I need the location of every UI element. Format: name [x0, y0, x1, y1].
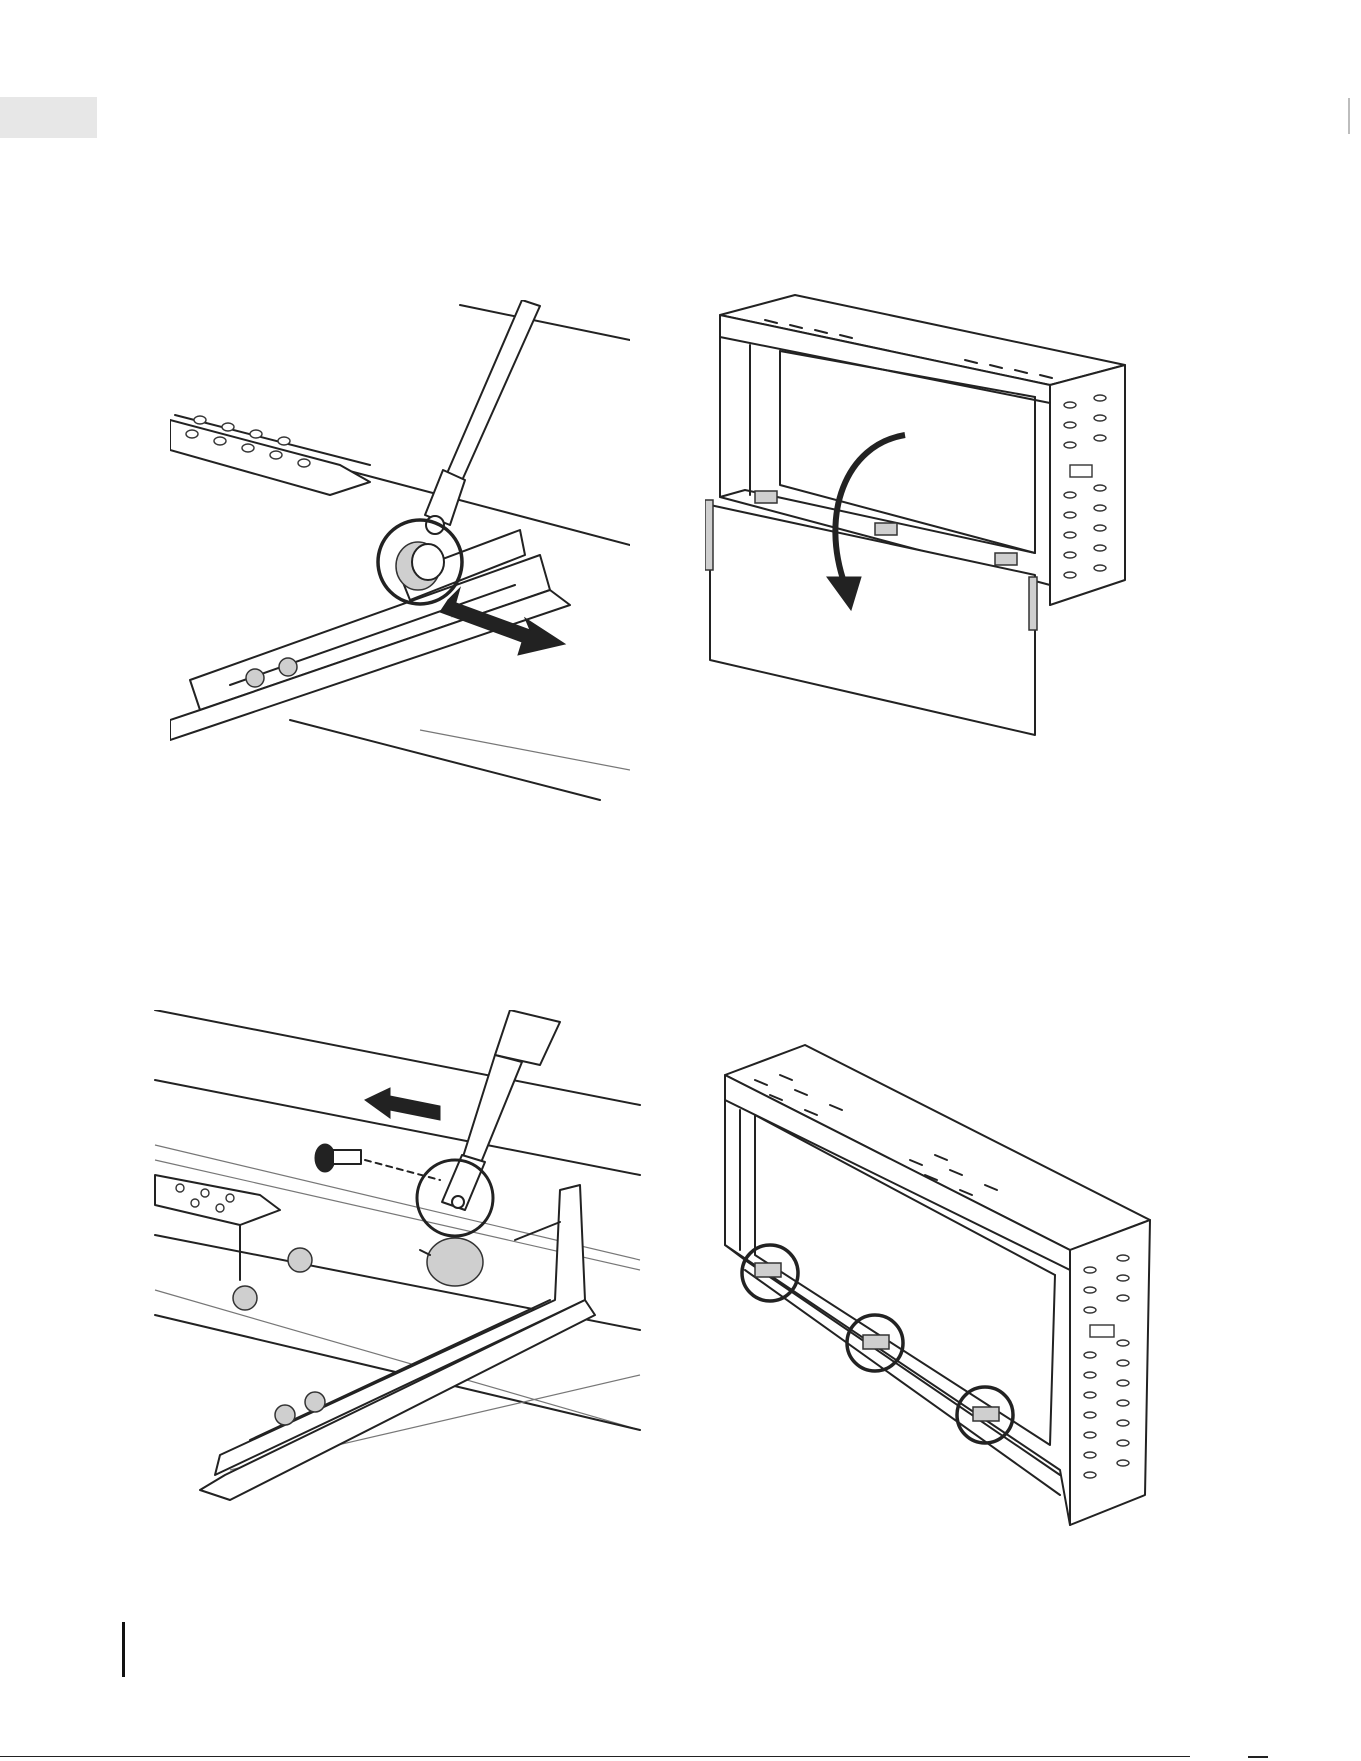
screwdriver-loosen-knob-icon [170, 300, 630, 810]
figure-loosen-knob [170, 300, 630, 810]
screwdriver-remove-screw-icon [150, 1010, 660, 1550]
figure-hinge-locations [715, 1035, 1180, 1555]
fireplace-open-door-icon [705, 285, 1185, 825]
pull-arrow [365, 1088, 440, 1120]
figure-open-door [705, 285, 1185, 825]
section-tab-marker [0, 97, 97, 138]
footer-marker [122, 1622, 125, 1677]
margin-tick [1348, 98, 1350, 134]
footer-rule [0, 1756, 1190, 1757]
figure-remove-screw [150, 1010, 660, 1550]
fireplace-hinge-locations-icon [715, 1035, 1180, 1555]
footer-dash [1248, 1756, 1268, 1758]
